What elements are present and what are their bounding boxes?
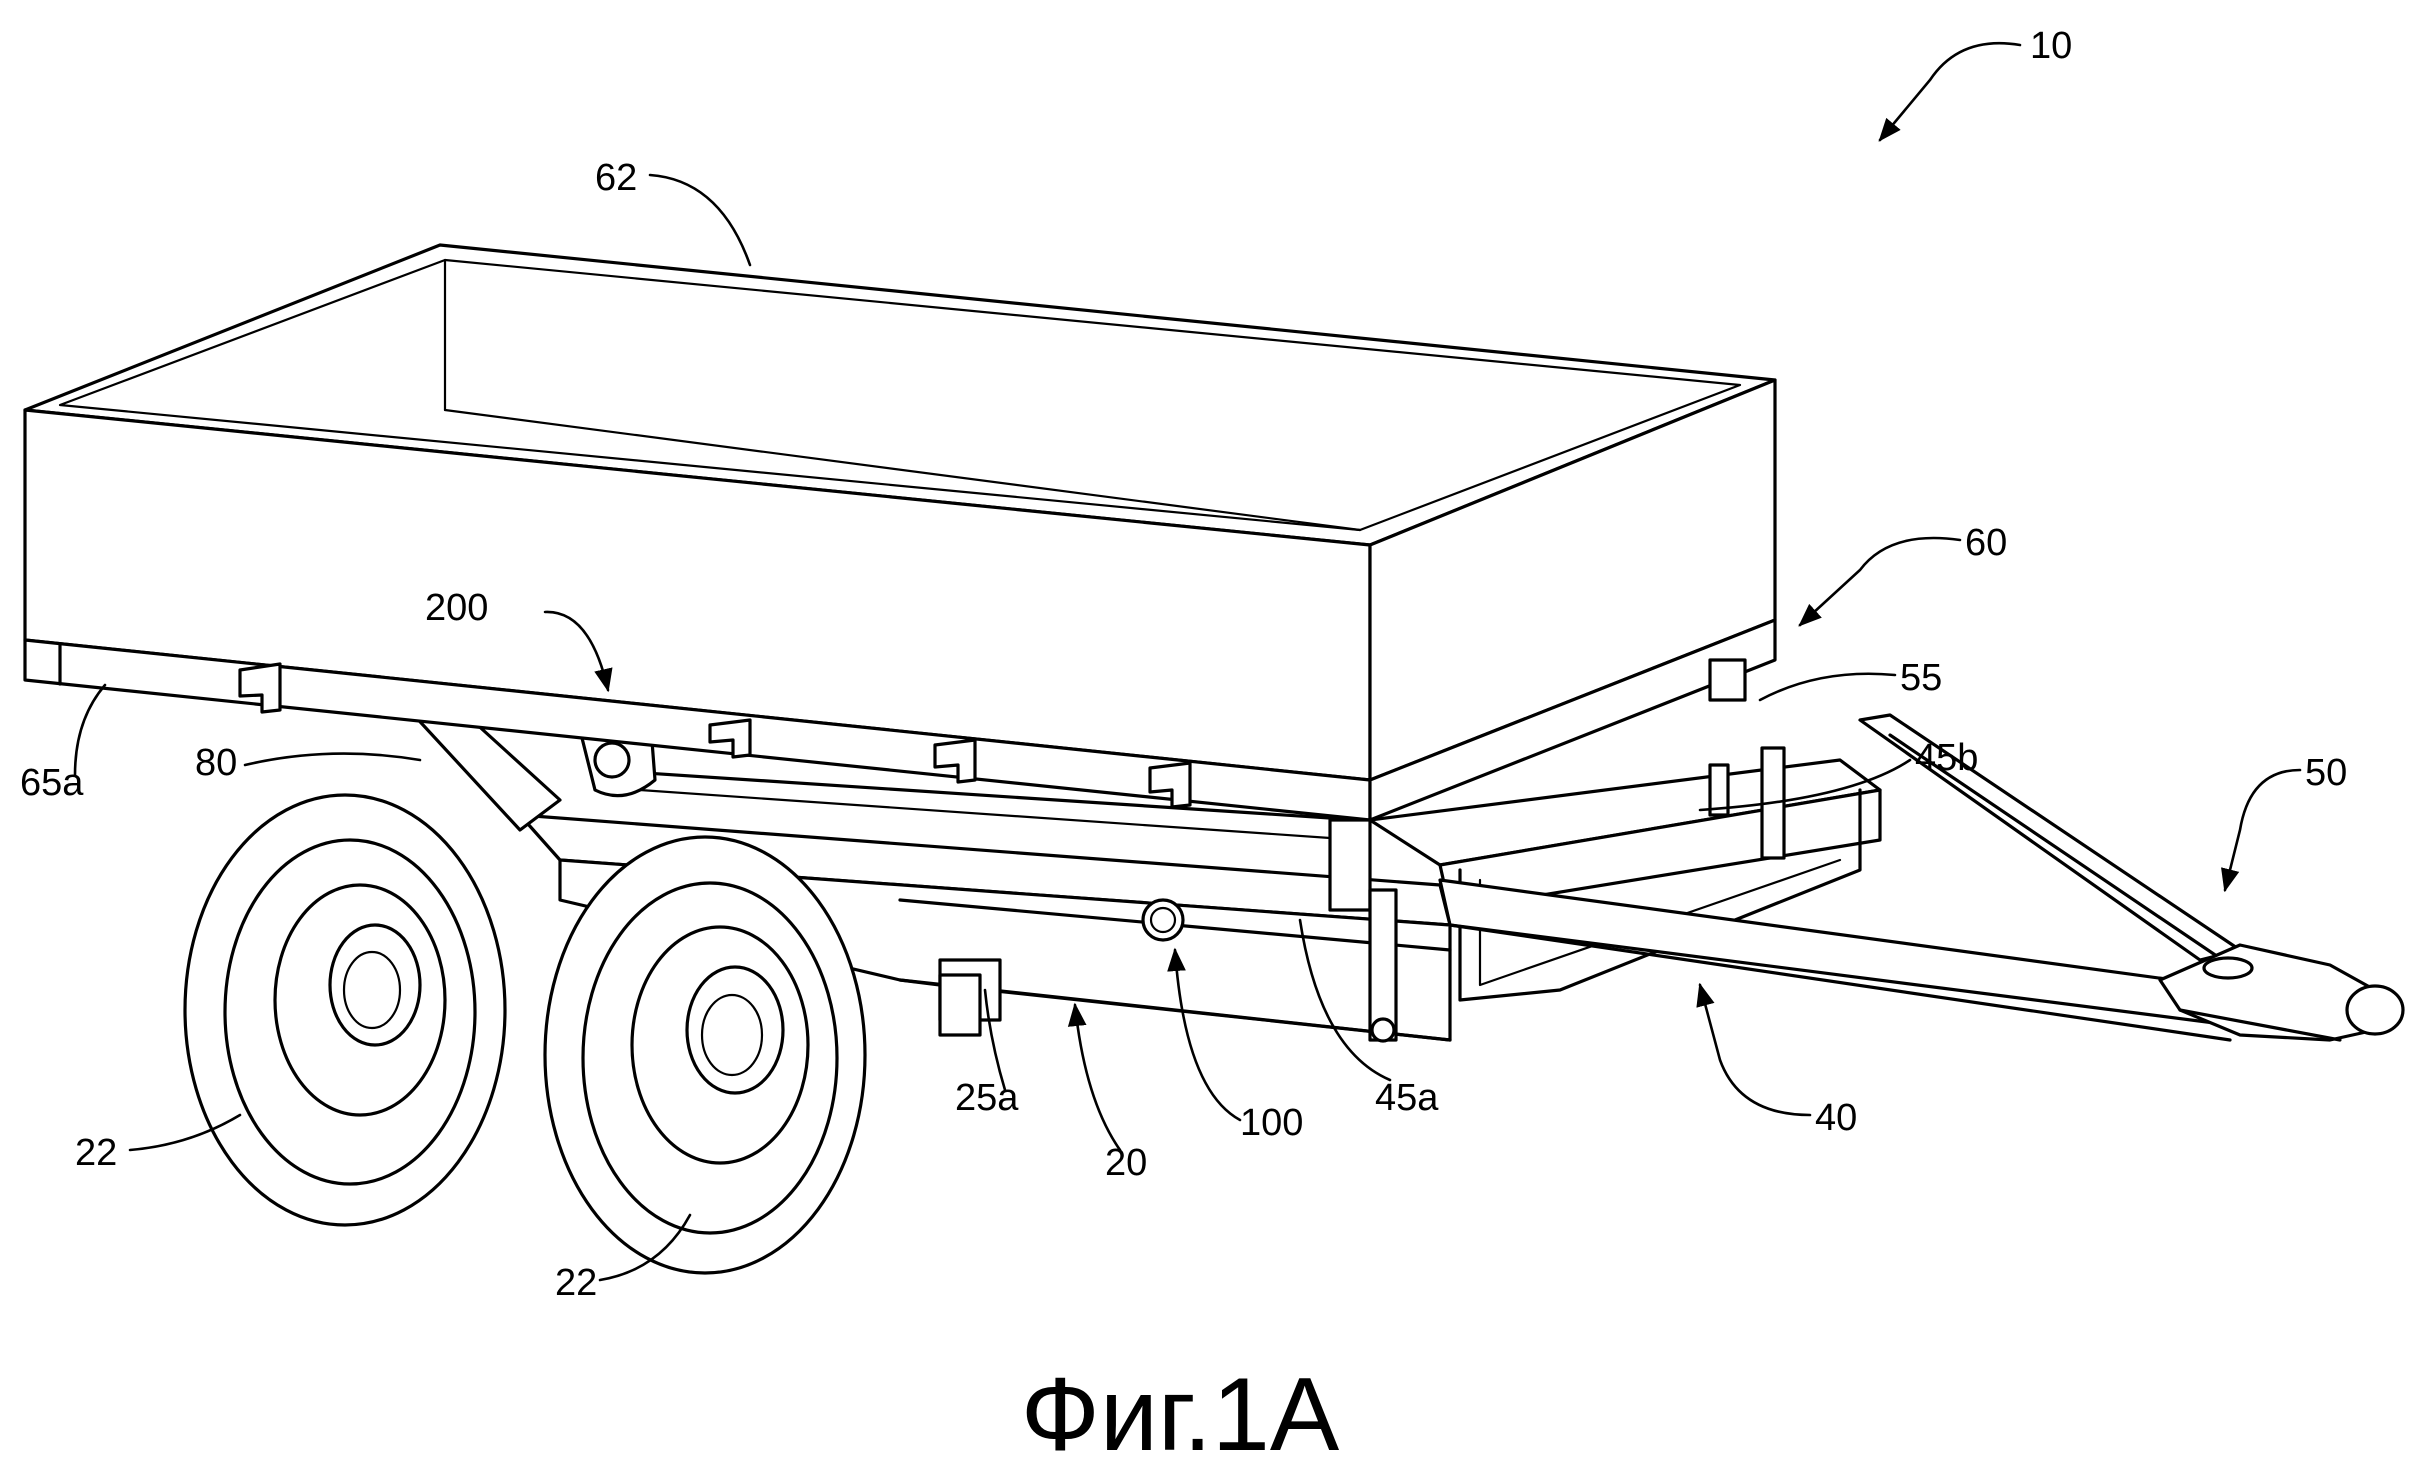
- label-20: 20: [1105, 1142, 1147, 1184]
- label-100: 100: [1240, 1102, 1303, 1144]
- figure-caption: Фиг.1А: [1021, 1357, 1340, 1471]
- label-22-front: 22: [555, 1262, 597, 1304]
- label-45a: 45a: [1375, 1077, 1439, 1119]
- label-200: 200: [425, 587, 488, 629]
- label-50: 50: [2305, 752, 2347, 794]
- label-10: 10: [2030, 25, 2072, 67]
- label-80: 80: [195, 742, 237, 784]
- reference-numerals: 10 62 60 55 45b 50 200 80 65a 22 22 25a …: [20, 25, 2347, 1304]
- hitch-coupler: [2158, 943, 2405, 1042]
- label-62: 62: [595, 157, 637, 199]
- label-25a: 25a: [955, 1077, 1019, 1119]
- label-45b: 45b: [1915, 737, 1978, 779]
- drawbar-tongue: [1368, 713, 2242, 1042]
- label-55: 55: [1900, 657, 1942, 699]
- label-40: 40: [1815, 1097, 1857, 1139]
- label-60: 60: [1965, 522, 2007, 564]
- cargo-box: [23, 243, 1777, 822]
- rear-wheel: [183, 793, 507, 1227]
- label-65a: 65a: [20, 762, 84, 804]
- front-wheel: [543, 835, 867, 1275]
- axle-bracket: [938, 973, 982, 1037]
- label-22-rear: 22: [75, 1132, 117, 1174]
- leader-lines: [73, 41, 2302, 1282]
